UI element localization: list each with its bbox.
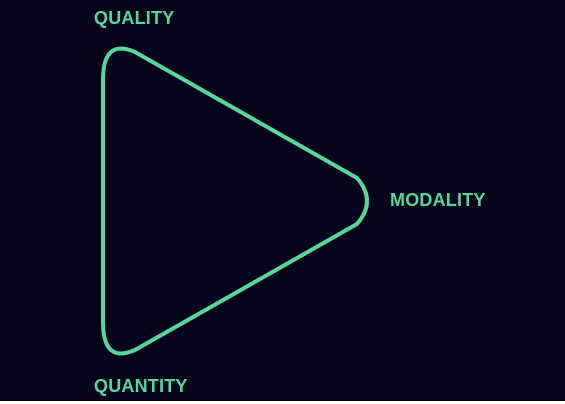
quantity-label: QUANTITY bbox=[94, 376, 188, 396]
bottom-border-strip bbox=[0, 401, 565, 404]
triangle-outline bbox=[101, 46, 369, 356]
modality-label: MODALITY bbox=[390, 190, 486, 210]
quality-label: QUALITY bbox=[94, 8, 175, 28]
